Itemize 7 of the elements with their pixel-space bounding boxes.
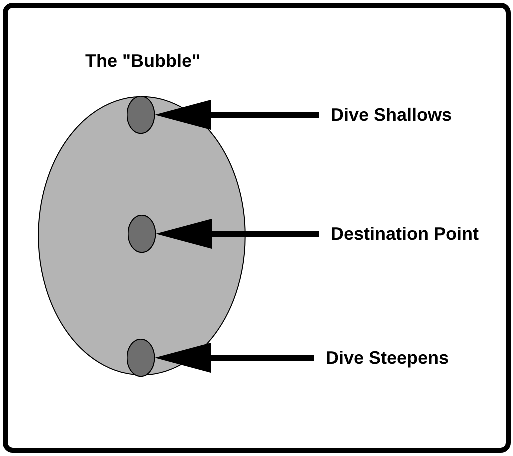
arrow (156, 219, 319, 249)
heading-text: The "Bubble" (84, 50, 202, 72)
callout-label: Dive Steepens (326, 347, 450, 369)
callout-label: Destination Point (331, 223, 479, 245)
arrow (155, 100, 319, 130)
arrow (155, 343, 314, 373)
callout-label: Dive Shallows (331, 104, 452, 126)
